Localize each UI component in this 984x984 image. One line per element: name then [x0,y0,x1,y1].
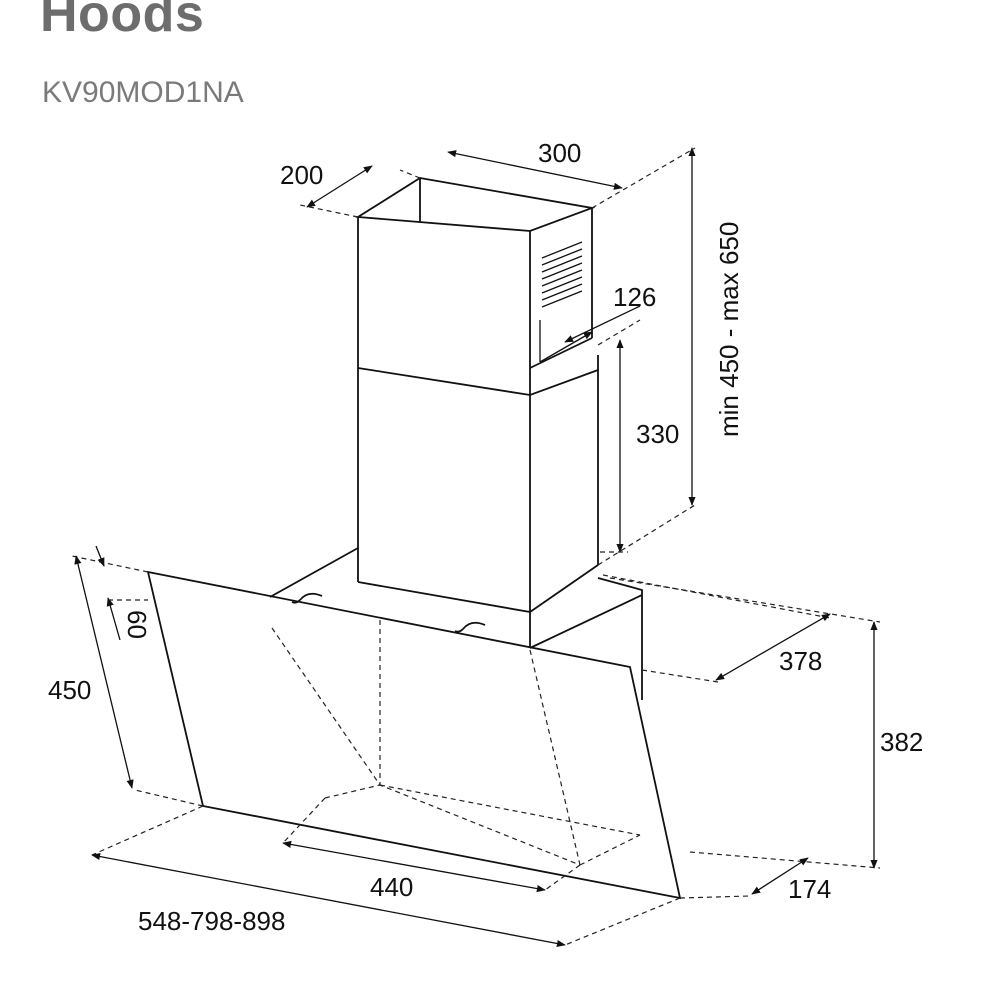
label-60: 60 [122,610,152,639]
label-330: 330 [636,419,679,449]
hood-body [269,547,643,700]
glass-panel [146,570,682,900]
model-number: KV90MOD1NA [42,76,244,109]
dim-line-60-b [106,597,121,641]
dim-line-440 [282,840,546,893]
dim-line-300 [447,150,623,190]
hidden-edges [271,620,641,866]
chimney [355,177,599,613]
dim-line-450 [74,555,134,789]
label-382: 382 [880,727,923,757]
dimension-lines [74,147,878,948]
dim-line-200 [306,165,373,208]
dimension-labels: 300 200 126 330 min 450 - max 650 378 38… [48,138,923,936]
label-200: 200 [280,160,323,190]
extension-lines [71,147,881,946]
label-440: 440 [370,872,413,902]
label-378: 378 [779,646,822,676]
label-126: 126 [613,282,656,312]
label-450: 450 [48,675,91,705]
label-300: 300 [538,138,581,168]
dim-line-126-b [564,305,641,343]
dim-line-126 [539,331,593,363]
label-450-650: min 450 - max 650 [714,222,744,437]
dim-line-60 [95,545,105,567]
dim-line-378 [715,613,831,681]
label-174: 174 [788,874,831,904]
page-title: Hoods [40,0,205,43]
dim-line-overall [91,852,566,948]
dim-line-174 [751,857,809,895]
label-overall-width: 548-798-898 [138,906,285,936]
vent-grille [541,241,583,308]
